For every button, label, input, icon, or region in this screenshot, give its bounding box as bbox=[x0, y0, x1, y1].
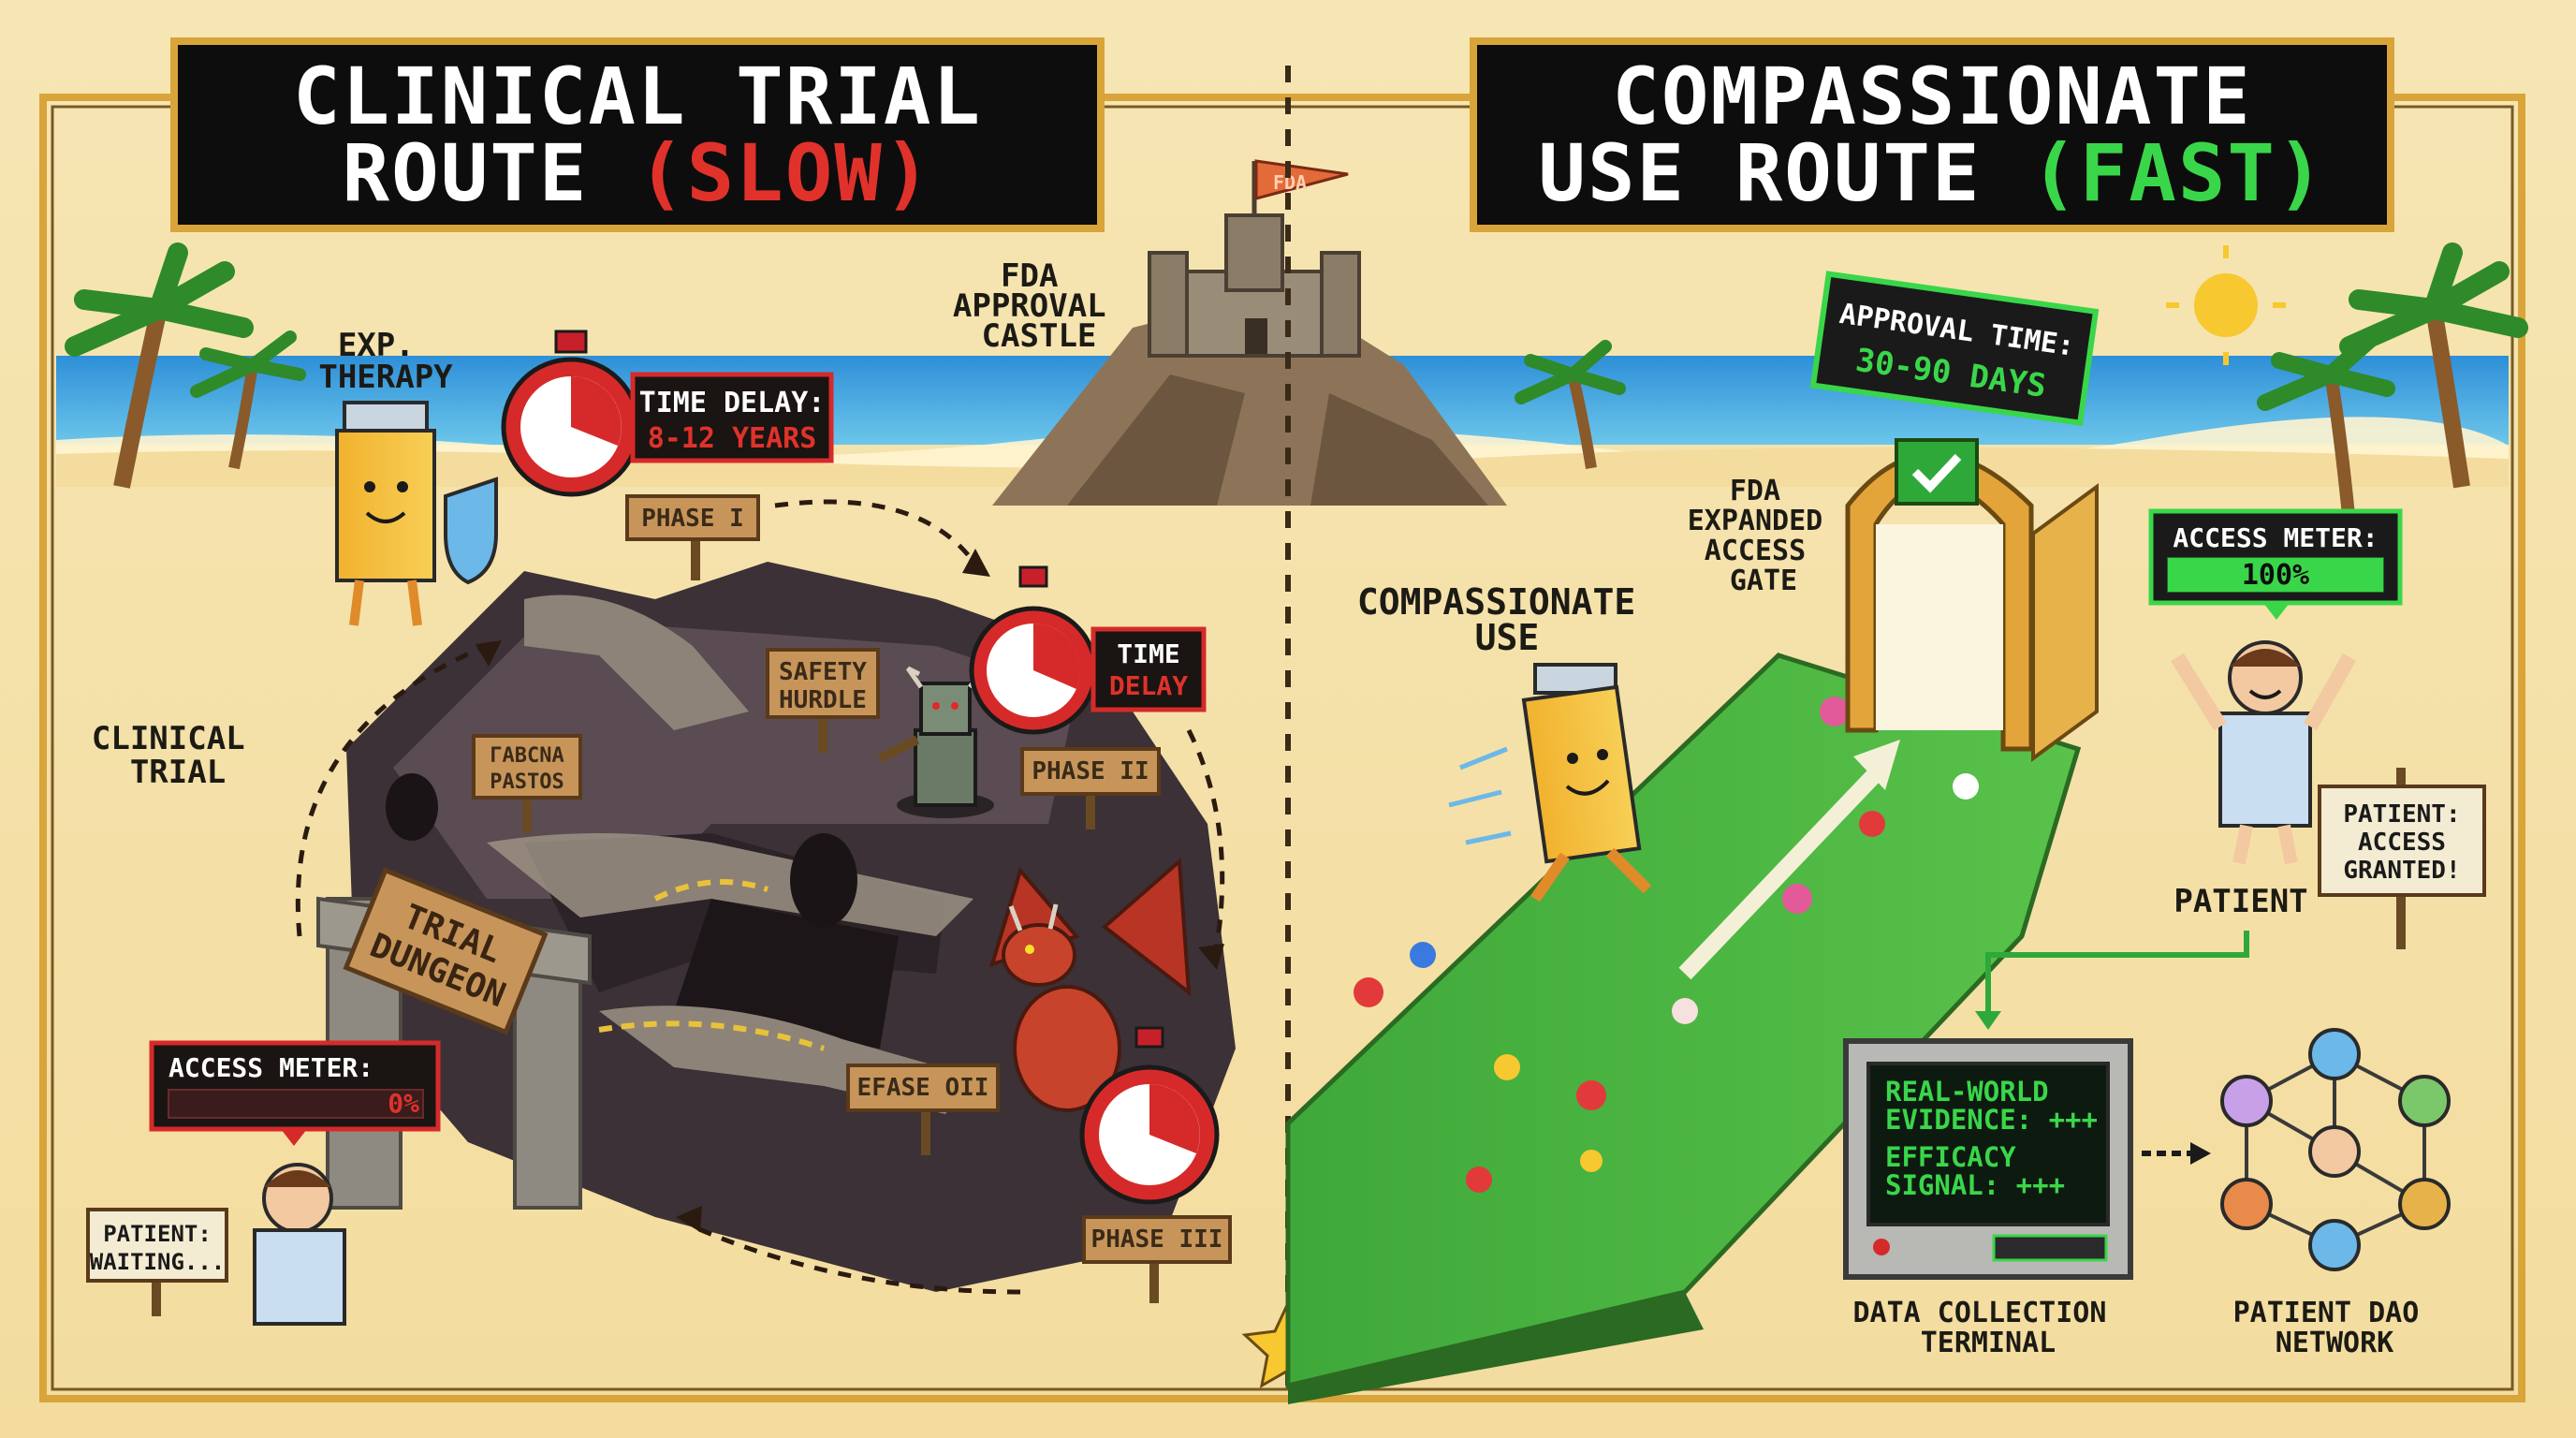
right-title-line1: COMPASSIONATE bbox=[1612, 51, 2251, 142]
time-delay-short-panel: TIME DELAY bbox=[1090, 626, 1207, 712]
svg-text:PHASE I: PHASE I bbox=[641, 505, 744, 533]
fda-expanded-access-gate bbox=[1845, 438, 2099, 762]
waiting-patient bbox=[253, 1163, 346, 1326]
left-title-line1: CLINICAL TRIAL bbox=[293, 51, 982, 142]
svg-text:PHASE II: PHASE II bbox=[1032, 757, 1149, 785]
access-meter-fast: ACCESS METER: 100% bbox=[2148, 508, 2403, 620]
left-title-panel: CLINICAL TRIAL ROUTE (SLOW) bbox=[170, 37, 1105, 232]
approval-time-sign: APPROVAL TIME: 30-90 DAYS bbox=[1809, 271, 2100, 426]
flowers bbox=[1354, 697, 1979, 1193]
right-title-line2: USE ROUTE (FAST) bbox=[1538, 127, 2325, 219]
gate-label: FDA EXPANDED ACCESS GATE bbox=[1688, 475, 1840, 597]
svg-text:HURDLE: HURDLE bbox=[779, 686, 867, 714]
access-meter-slow: ACCESS METER: 0% bbox=[149, 1040, 441, 1146]
stopwatch-icon bbox=[501, 330, 641, 497]
stopwatch-icon bbox=[1079, 1026, 1220, 1205]
dragon-enemy bbox=[988, 857, 1192, 1112]
svg-text:ΓΑΒCΝΑ: ΓΑΒCΝΑ bbox=[490, 744, 564, 768]
svg-text:WAITING...: WAITING... bbox=[90, 1249, 226, 1275]
avatar bbox=[2308, 1125, 2361, 1178]
checkmark-icon bbox=[1911, 453, 1962, 493]
garbled-sign: ΓΑΒCΝΑ PASTOS bbox=[472, 734, 582, 833]
time-delay-panel: TIME DELAY: 8-12 YEARS bbox=[630, 372, 834, 463]
svg-text:ACCESS: ACCESS bbox=[2358, 829, 2446, 857]
svg-text:TIME DELAY:: TIME DELAY: bbox=[639, 387, 826, 419]
avatar bbox=[2220, 1178, 2273, 1230]
avatar bbox=[2308, 1219, 2361, 1271]
outer-frame bbox=[39, 94, 2525, 1402]
svg-text:ACCESS METER:: ACCESS METER: bbox=[168, 1052, 373, 1083]
sun-icon bbox=[2166, 245, 2286, 365]
fda-approval-castle: FDA bbox=[992, 159, 1507, 506]
orc-guard-enemy bbox=[877, 666, 994, 818]
svg-text:PHASE III: PHASE III bbox=[1091, 1225, 1223, 1254]
svg-text:0%: 0% bbox=[388, 1088, 419, 1119]
route-arrows bbox=[295, 499, 1225, 1295]
svg-text:EFFICACY: EFFICACY bbox=[1885, 1141, 2016, 1173]
shield-icon bbox=[444, 477, 498, 585]
phase3-sign: PHASE III bbox=[1082, 1215, 1232, 1303]
data-collection-terminal: REAL-WORLD EVIDENCE: +++ EFFICACY SIGNAL… bbox=[1843, 1038, 2133, 1280]
avatar bbox=[2308, 1028, 2361, 1080]
power-light-icon bbox=[1873, 1239, 1890, 1255]
svg-text:EFASE OII: EFASE OII bbox=[857, 1074, 989, 1102]
svg-text:TIME: TIME bbox=[1117, 638, 1179, 669]
phase1-sign: PHASE I bbox=[625, 494, 760, 580]
terminal-label: DATA COLLECTION TERMINAL bbox=[1853, 1297, 2124, 1359]
svg-text:ACCESS METER:: ACCESS METER: bbox=[2173, 522, 2378, 553]
castle-label: FDA APPROVAL CASTLE bbox=[953, 257, 1125, 355]
stopwatch-icon bbox=[969, 565, 1098, 735]
phase2-sign: PHASE II bbox=[1020, 747, 1161, 829]
connector-line bbox=[1985, 931, 2249, 1011]
palm-tree-icon bbox=[1515, 340, 1626, 469]
svg-text:EVIDENCE: +++: EVIDENCE: +++ bbox=[1885, 1104, 2098, 1136]
svg-text:SAFETY: SAFETY bbox=[779, 658, 867, 686]
svg-text:REAL-WORLD: REAL-WORLD bbox=[1885, 1076, 2049, 1108]
exp-therapy-vial-character bbox=[335, 401, 498, 626]
svg-text:PATIENT:: PATIENT: bbox=[103, 1221, 212, 1247]
avatar bbox=[2220, 1075, 2273, 1127]
palm-tree-icon bbox=[190, 330, 306, 470]
avatar bbox=[2398, 1075, 2451, 1127]
happy-patient bbox=[2171, 640, 2356, 865]
right-title-panel: COMPASSIONATE USE ROUTE (FAST) bbox=[1470, 37, 2394, 232]
svg-text:100%: 100% bbox=[2242, 559, 2309, 592]
exp-therapy-label: EXP. THERAPY bbox=[318, 327, 453, 396]
efase-sign: EFASE OII bbox=[846, 1064, 1000, 1155]
patient-waiting-sign: PATIENT: WAITING... bbox=[86, 1208, 228, 1316]
patient-label: PATIENT bbox=[2174, 883, 2307, 920]
svg-text:PATIENT:: PATIENT: bbox=[2343, 800, 2460, 829]
access-meter-track bbox=[168, 1089, 424, 1119]
clinical-trial-label: CLINICAL TRIAL bbox=[92, 720, 264, 791]
network-nodes bbox=[2220, 1028, 2451, 1271]
svg-text:DELAY: DELAY bbox=[1109, 670, 1188, 701]
access-granted-sign: PATIENT: ACCESS GRANTED! bbox=[2318, 768, 2486, 949]
svg-text:SIGNAL: +++: SIGNAL: +++ bbox=[1885, 1169, 2065, 1201]
left-title-line2: ROUTE (SLOW) bbox=[343, 127, 933, 219]
trial-dungeon-sign: TRIAL DUNGEON bbox=[343, 867, 549, 1035]
safety-hurdle-sign: SAFETY HURDLE bbox=[766, 648, 880, 753]
network-label: PATIENT DAO NETWORK bbox=[2233, 1297, 2437, 1359]
running-vial-character bbox=[1448, 663, 1652, 902]
svg-text:PASTOS: PASTOS bbox=[490, 770, 564, 794]
avatar bbox=[2398, 1178, 2451, 1230]
palm-tree-icon bbox=[2257, 329, 2395, 525]
direction-arrow bbox=[1678, 761, 1888, 980]
palm-tree-icon bbox=[2339, 242, 2528, 489]
palm-tree-icon bbox=[65, 242, 254, 489]
svg-text:GRANTED!: GRANTED! bbox=[2343, 857, 2460, 885]
svg-text:8-12 YEARS: 8-12 YEARS bbox=[648, 422, 817, 455]
access-meter-fill bbox=[2168, 558, 2383, 592]
arrowheads bbox=[476, 549, 1224, 1232]
compassionate-use-label: COMPASSIONATE USE bbox=[1357, 581, 1657, 658]
